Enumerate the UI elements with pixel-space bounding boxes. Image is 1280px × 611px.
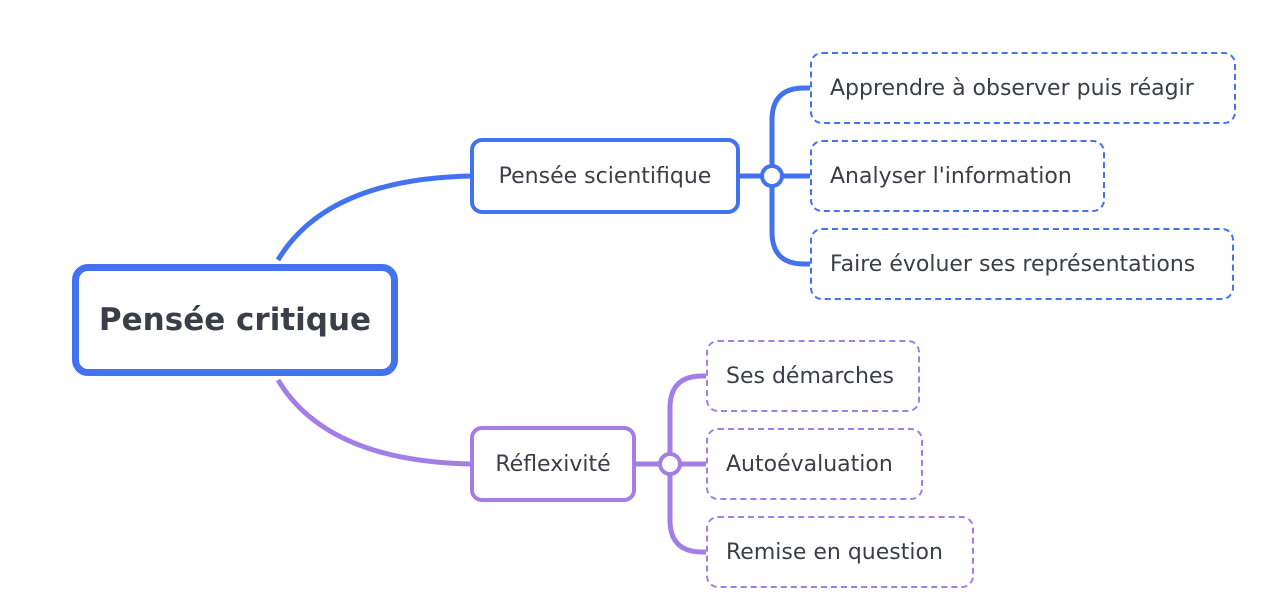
leaf-label: Ses démarches (726, 363, 894, 389)
root-label: Pensée critique (98, 302, 372, 338)
leaf-node-faire-evoluer[interactable]: Faire évoluer ses représentations (810, 228, 1234, 300)
connector-root-to-reflexivite (275, 378, 473, 467)
connector-to-remise (667, 464, 708, 555)
leaf-node-remise-en-question[interactable]: Remise en question (706, 516, 974, 588)
leaf-node-autoevaluation[interactable]: Autoévaluation (706, 428, 923, 500)
leaf-label: Analyser l'information (830, 163, 1072, 189)
branch-label: Réflexivité (495, 451, 611, 477)
connector-root-to-scientifique (275, 173, 473, 262)
connector-to-apprendre (769, 85, 812, 176)
branch-node-pensee-scientifique[interactable]: Pensée scientifique (470, 138, 740, 214)
leaf-label: Autoévaluation (726, 451, 893, 477)
leaf-label: Faire évoluer ses représentations (830, 251, 1196, 277)
leaf-label: Remise en question (726, 539, 943, 565)
reflexivite-junction-circle (658, 452, 682, 476)
leaf-node-apprendre[interactable]: Apprendre à observer puis réagir (810, 52, 1236, 124)
leaf-node-analyser[interactable]: Analyser l'information (810, 140, 1105, 212)
connector-to-demarches (667, 373, 708, 464)
leaf-label: Apprendre à observer puis réagir (830, 75, 1194, 101)
leaf-node-demarches[interactable]: Ses démarches (706, 340, 920, 412)
scientifique-junction-circle (760, 164, 784, 188)
root-node[interactable]: Pensée critique (72, 264, 398, 376)
connector-to-faire (769, 176, 812, 267)
branch-node-reflexivite[interactable]: Réflexivité (470, 426, 636, 502)
branch-label: Pensée scientifique (498, 163, 712, 189)
